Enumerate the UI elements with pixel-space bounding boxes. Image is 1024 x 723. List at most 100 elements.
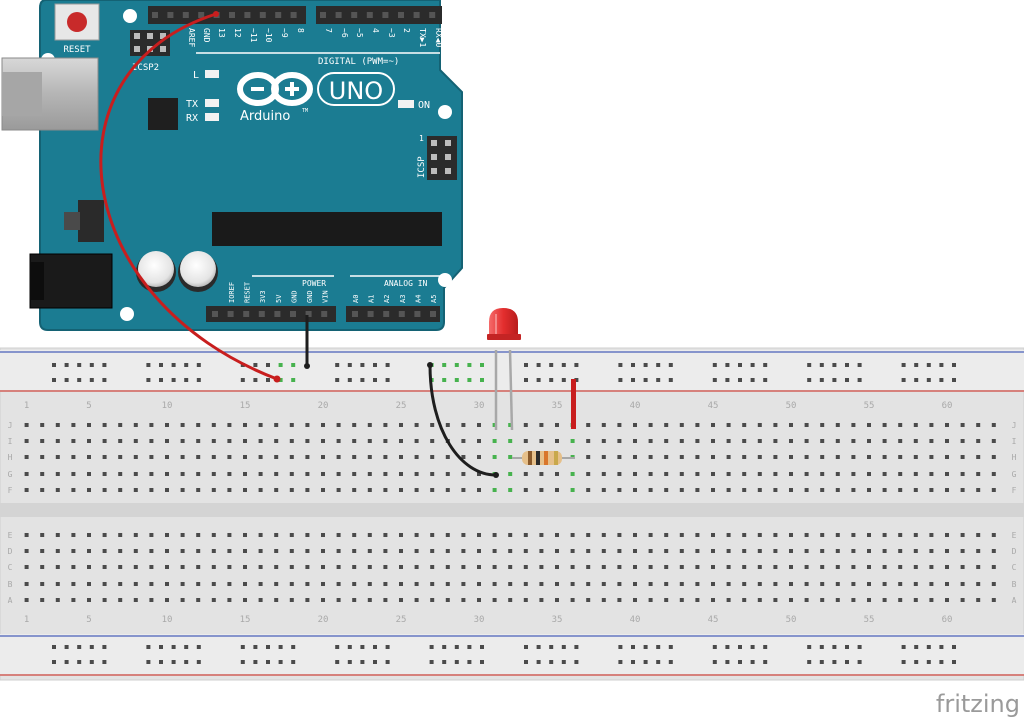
header-pin	[383, 311, 390, 317]
breadboard-hole	[492, 533, 497, 537]
breadboard-hole	[601, 549, 606, 553]
breadboard-hole	[664, 533, 669, 537]
rail-hole	[196, 378, 201, 382]
rail-hole	[429, 660, 434, 664]
breadboard-hole	[991, 582, 996, 586]
rail-hole	[291, 378, 296, 382]
breadboard-hole	[461, 488, 466, 492]
breadboard-hole	[945, 488, 949, 492]
rail-hole	[631, 660, 635, 664]
usb-chip	[148, 98, 178, 130]
rail-hole	[618, 363, 623, 367]
rail-hole	[253, 363, 258, 367]
breadboard-hole	[243, 488, 247, 492]
breadboard-hole	[929, 565, 934, 569]
breadboard-hole	[711, 455, 715, 459]
rail-hole	[442, 660, 447, 664]
breadboard-hole	[87, 455, 91, 459]
breadboard-hole	[773, 549, 778, 553]
breadboard-hole	[586, 582, 591, 586]
breadboard-hole	[102, 488, 107, 492]
breadboard-hole	[913, 549, 918, 553]
breadboard-hole	[399, 582, 403, 586]
breadboard-hole	[523, 549, 528, 553]
breadboard-hole	[118, 533, 123, 537]
breadboard-hole	[336, 598, 341, 602]
breadboard-hole	[913, 423, 918, 427]
rail-hole	[631, 645, 635, 649]
breadboard-hole	[305, 533, 310, 537]
row-letter: A	[8, 596, 13, 605]
led-on	[398, 100, 414, 108]
header-pin	[244, 12, 251, 18]
breadboard-hole	[274, 565, 279, 569]
breadboard-hole	[180, 565, 185, 569]
breadboard-hole	[414, 582, 419, 586]
breadboard-hole	[321, 423, 325, 427]
breadboard-hole	[991, 598, 996, 602]
breadboard-hole	[633, 598, 637, 602]
breadboard-hole	[508, 565, 513, 569]
rail-hole	[561, 363, 566, 367]
power-label: POWER	[302, 279, 326, 288]
breadboard-hole	[165, 472, 169, 476]
breadboard-hole	[40, 488, 45, 492]
breadboard-hole	[289, 439, 294, 443]
rail-hole	[159, 645, 163, 649]
rail-hole	[385, 378, 390, 382]
reset-button-cap[interactable]	[67, 12, 87, 32]
row-letter: H	[1012, 453, 1017, 462]
breadboard-hole	[118, 598, 123, 602]
breadboard-hole	[40, 565, 45, 569]
rail-hole	[750, 660, 755, 664]
breadboard-hole	[102, 598, 107, 602]
row-letter: B	[8, 580, 13, 589]
breadboard-hole	[898, 533, 903, 537]
breadboard-hole	[726, 455, 731, 459]
breadboard-hole	[40, 582, 45, 586]
breadboard-hole	[133, 533, 138, 537]
breadboard-hole	[211, 549, 216, 553]
header-pin	[227, 311, 234, 317]
breadboard-hole	[430, 423, 435, 427]
column-number: 35	[552, 615, 563, 625]
rail-hole	[196, 363, 201, 367]
breadboard-hole	[87, 439, 91, 443]
breadboard-hole	[55, 533, 60, 537]
rail-hole	[146, 660, 151, 664]
breadboard-hole	[383, 455, 388, 459]
header-pin	[398, 12, 404, 18]
breadboard-hole	[87, 423, 91, 427]
breadboard-hole	[539, 488, 544, 492]
breadboard-hole	[165, 565, 169, 569]
breadboard-hole	[757, 423, 762, 427]
breadboard-hole	[601, 598, 606, 602]
breadboard-hole	[882, 598, 887, 602]
breadboard-hole	[929, 582, 934, 586]
rail-hole	[385, 645, 390, 649]
breadboard-hole	[445, 488, 450, 492]
breadboard-hole	[461, 423, 466, 427]
rail-hole	[857, 645, 862, 649]
breadboard-hole	[555, 472, 559, 476]
breadboard-hole	[243, 439, 247, 443]
breadboard-hole	[24, 472, 29, 476]
breadboard-hole	[586, 549, 591, 553]
breadboard-hole	[601, 439, 606, 443]
breadboard-hole	[445, 549, 450, 553]
rail-hole	[819, 363, 824, 367]
rail-hole	[750, 378, 755, 382]
column-number: 30	[474, 615, 485, 625]
breadboard-hole	[55, 439, 60, 443]
breadboard-hole	[586, 598, 591, 602]
breadboard-hole	[523, 598, 528, 602]
breadboard-hole	[352, 472, 357, 476]
breadboard-hole	[898, 598, 903, 602]
rail-hole	[524, 645, 528, 649]
breadboard-hole	[71, 549, 76, 553]
header-pin	[430, 311, 436, 317]
breadboard-hole	[664, 472, 669, 476]
analog-pin-label: A2	[383, 295, 391, 303]
rail-hole	[901, 645, 906, 649]
breadboard-hole	[991, 423, 996, 427]
